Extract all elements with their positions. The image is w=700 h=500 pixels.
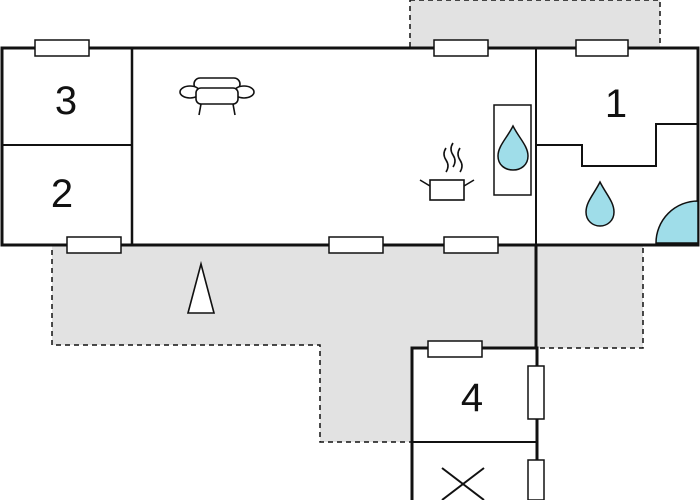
sofa-icon xyxy=(179,77,255,116)
window xyxy=(66,236,122,254)
window xyxy=(527,365,545,420)
window xyxy=(427,340,483,358)
room-label-1: 1 xyxy=(605,82,627,126)
room-label-3: 3 xyxy=(55,79,77,123)
window xyxy=(433,39,489,57)
room-label-2: 2 xyxy=(51,172,73,216)
window xyxy=(443,236,499,254)
window xyxy=(34,39,90,57)
annex-floor xyxy=(412,348,537,500)
cross-icon xyxy=(441,467,485,500)
north-arrow-icon xyxy=(186,260,216,314)
room-label-4: 4 xyxy=(461,376,483,420)
windows xyxy=(34,39,629,500)
cooking-pot-icon xyxy=(419,142,475,201)
water-drop-icon xyxy=(497,124,529,171)
window xyxy=(575,39,629,57)
wall-bathroom xyxy=(535,123,699,167)
terrace-bottom xyxy=(51,244,644,443)
shower-icon xyxy=(655,200,699,244)
window xyxy=(328,236,384,254)
window xyxy=(527,459,545,500)
water-drop-icon xyxy=(585,180,615,227)
